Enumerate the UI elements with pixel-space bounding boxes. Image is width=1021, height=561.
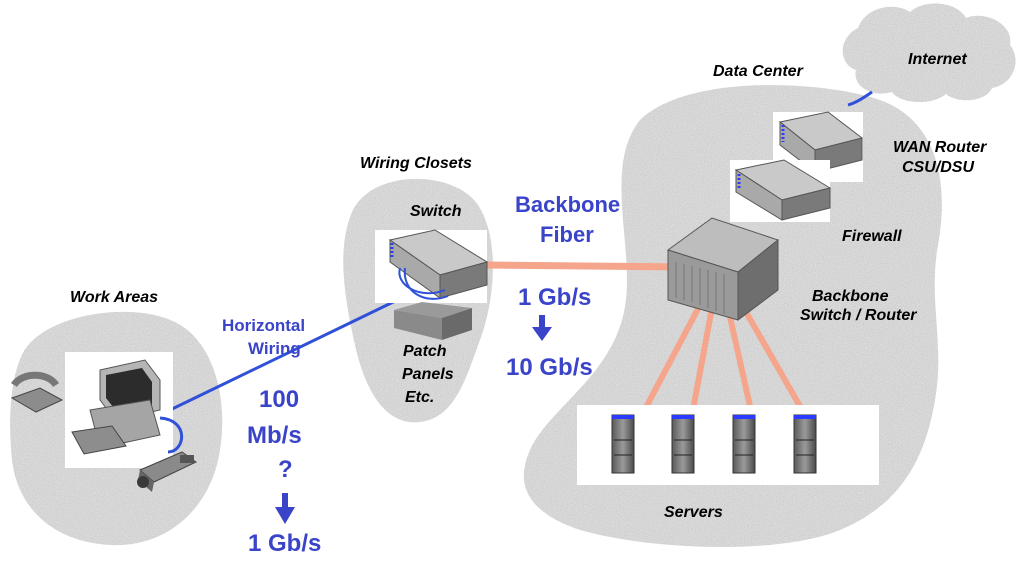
phone-icon (10, 371, 64, 413)
patch-panels-label-line1: Patch (403, 343, 447, 360)
horizontal-wiring-label-line1: Horizontal (222, 316, 306, 335)
backbone-speed-to: 10 Gb/s (506, 354, 593, 381)
computer-icon (71, 359, 184, 455)
horizontal-speed-to: 1 Gb/s (248, 530, 322, 557)
servers-label: Servers (664, 504, 723, 521)
wan-router-label-line2: CSU/DSU (902, 159, 975, 176)
horizontal-speed-line2: Mb/s (247, 422, 302, 449)
patch-panels-label-line2: Panels (402, 366, 454, 383)
horizontal-wire (169, 288, 419, 412)
firewall-icon (734, 159, 832, 221)
horizontal-wiring-label-line2: Wiring (248, 339, 301, 358)
server-fiber-line-4 (739, 303, 808, 417)
server-fiber-line-3 (725, 307, 755, 416)
switch-label: Switch (410, 203, 462, 220)
internet-label: Internet (908, 51, 967, 68)
wan-router-label-line1: WAN Router (893, 139, 987, 156)
backbone-label-line1: Backbone (515, 192, 621, 217)
server-fiber-line-2 (689, 307, 715, 416)
closet-switch-icon (388, 229, 489, 300)
horizontal-speed-line1: 100 (259, 386, 300, 413)
patch-panels-label-line3: Etc. (405, 389, 435, 406)
server-fiber-line-1 (639, 303, 703, 417)
camcorder-icon (137, 451, 197, 492)
work-areas-label: Work Areas (70, 289, 159, 306)
backbone-switch-label-line2: Switch / Router (800, 307, 917, 324)
firewall-label: Firewall (842, 228, 902, 245)
internet-link (847, 90, 873, 107)
wiring-closets-label: Wiring Closets (360, 155, 472, 172)
backbone-upgrade-arrow-icon (532, 315, 552, 341)
backbone-switch-router-icon (666, 217, 780, 321)
backbone-label-line2: Fiber (540, 222, 594, 247)
server-icon-1 (611, 414, 635, 474)
horizontal-speed-line3: ? (278, 456, 293, 483)
backbone-fiber-line (485, 261, 691, 271)
backbone-speed-from: 1 Gb/s (518, 284, 592, 311)
server-icon-3 (732, 414, 756, 474)
backbone-switch-label-line1: Backbone (812, 288, 889, 305)
patch-panel-icon (394, 302, 472, 340)
horizontal-upgrade-arrow-icon (275, 493, 295, 524)
data-center-label: Data Center (713, 63, 803, 80)
server-icon-2 (671, 414, 695, 474)
server-icon-4 (793, 414, 817, 474)
internet-cloud (842, 3, 1016, 103)
